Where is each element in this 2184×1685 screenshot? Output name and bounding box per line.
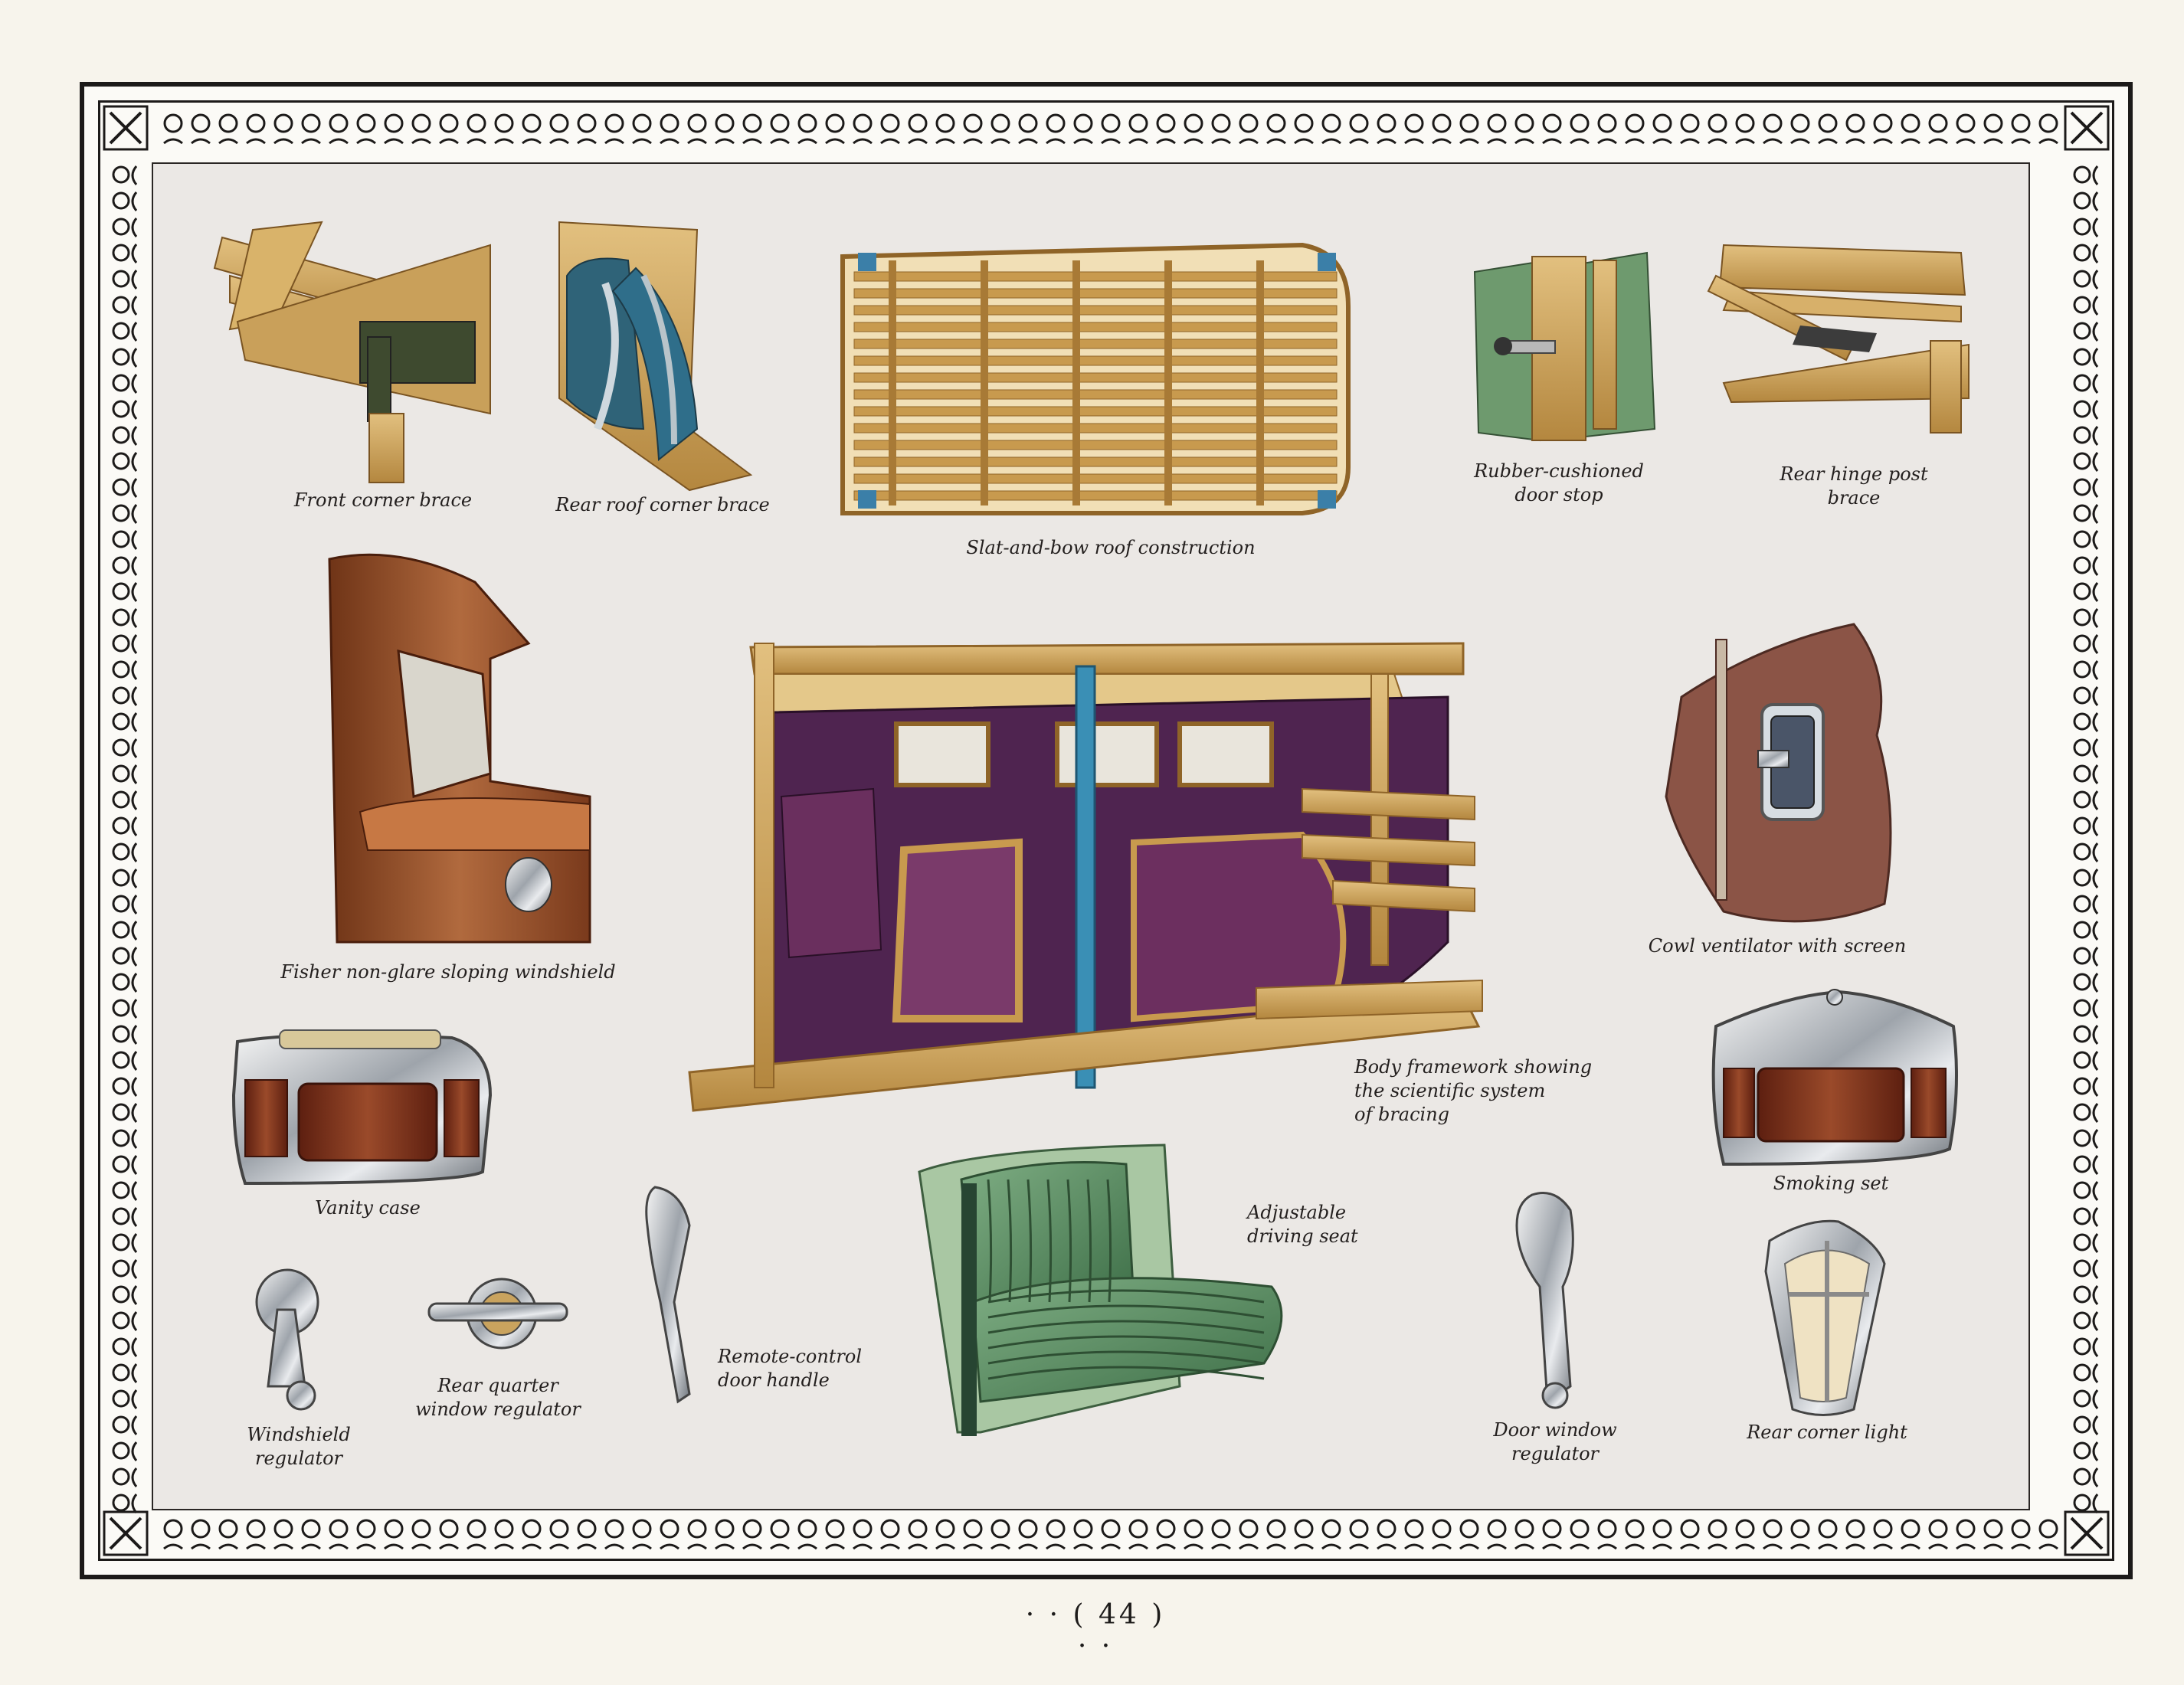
caption-smoking-set: Smoking set (1773, 1173, 1889, 1194)
rubber-door-stop-illustration (1473, 251, 1656, 442)
rear-quarter-regulator-illustration (427, 1278, 568, 1350)
fisher-windshield-illustration (328, 553, 591, 944)
door-window-regulator-illustration (1515, 1192, 1574, 1409)
remote-door-handle-illustration (645, 1186, 691, 1404)
caption-vanity-case: Vanity case (315, 1197, 421, 1219)
caption-cowl-ventilator: Cowl ventilator with screen (1648, 935, 1907, 957)
cowl-ventilator-illustration (1665, 623, 1892, 923)
windshield-regulator-illustration (255, 1268, 319, 1411)
front-corner-brace-illustration (213, 221, 491, 483)
caption-rear-roof-corner-brace: Rear roof corner brace (555, 494, 770, 515)
rear-roof-corner-brace-illustration (558, 221, 753, 492)
rear-corner-light-illustration (1764, 1219, 1886, 1416)
vanity-case-illustration (231, 1029, 493, 1186)
ornamental-border (103, 105, 2110, 1556)
inner-frame (98, 100, 2114, 1561)
smoking-set-illustration (1711, 989, 1958, 1166)
caption-fisher-windshield: Fisher non-glare sloping windshield (280, 961, 616, 983)
page-number: · · ( 44 ) · · (1025, 1599, 1166, 1662)
caption-front-corner-brace: Front corner brace (293, 489, 473, 511)
caption-slat-and-bow-roof: Slat-and-bow roof construction (966, 537, 1256, 558)
body-framework-illustration (688, 642, 1483, 1112)
adjustable-seat-illustration (918, 1144, 1283, 1436)
slat-and-bow-roof-illustration (840, 242, 1351, 515)
rear-hinge-post-brace-illustration (1707, 244, 1970, 434)
caption-rear-corner-light: Rear corner light (1747, 1422, 1907, 1443)
